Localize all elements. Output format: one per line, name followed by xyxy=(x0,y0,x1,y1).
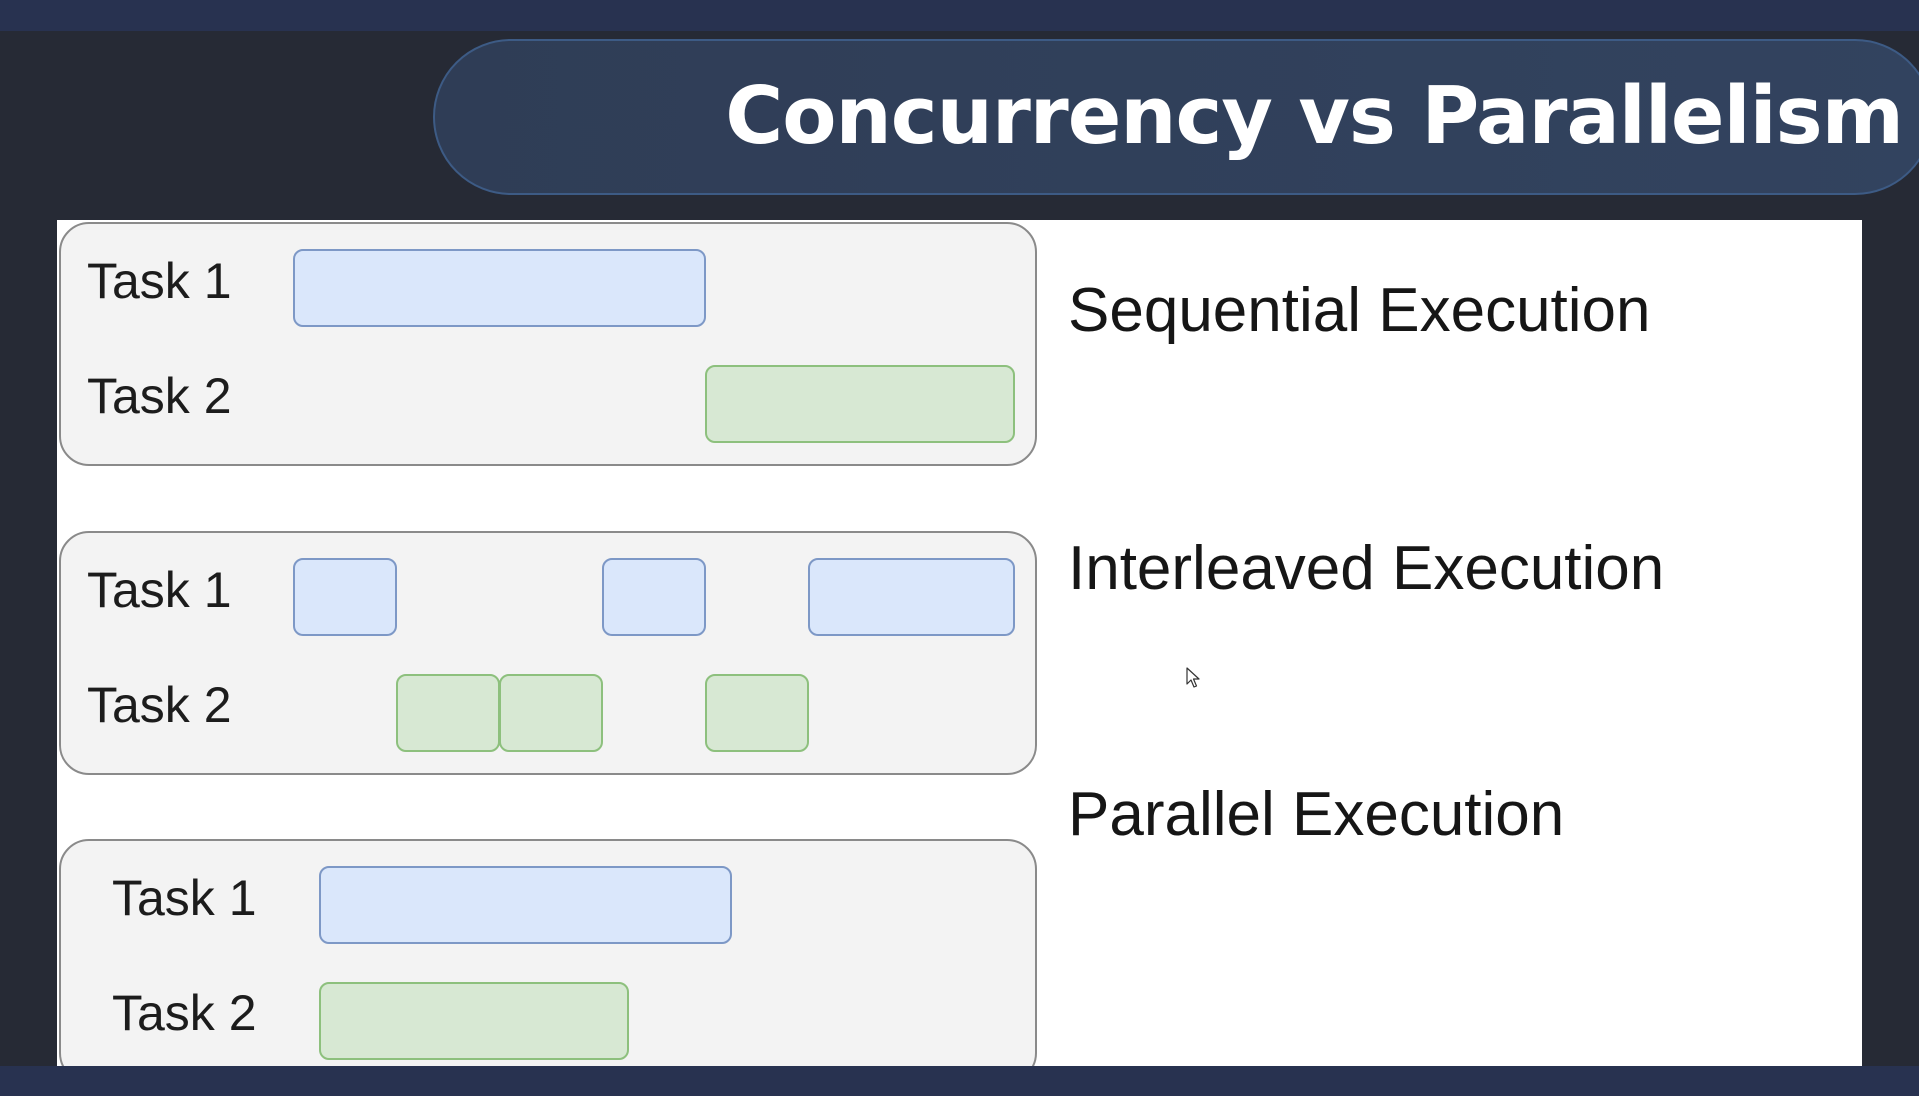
mode-label-interleaved: Interleaved Execution xyxy=(1068,534,1665,603)
task-2-segment xyxy=(319,982,629,1060)
mouse-pointer-icon xyxy=(1186,667,1200,688)
timeline-panel-sequential: Task 1 Task 2 xyxy=(59,222,1037,466)
slide-title: Concurrency vs Parallelism xyxy=(725,70,1904,162)
slide-canvas: Task 1 Task 2 Task 1 Task 2 Task 1 Task 2 Seq… xyxy=(57,220,1862,1066)
task-1-segment xyxy=(602,558,706,636)
task-label-1: Task 1 xyxy=(87,562,232,618)
task-2-segment xyxy=(705,365,1015,443)
task-2-segment xyxy=(396,674,500,752)
task-label-1: Task 1 xyxy=(112,870,257,926)
title-banner: Concurrency vs Parallelism xyxy=(433,39,1919,195)
task-1-segment xyxy=(808,558,1015,636)
task-label-2: Task 2 xyxy=(87,368,232,424)
mode-label-sequential: Sequential Execution xyxy=(1068,276,1651,345)
task-1-segment xyxy=(293,558,397,636)
timeline-panel-parallel: Task 1 Task 2 xyxy=(59,839,1037,1066)
task-label-1: Task 1 xyxy=(87,253,232,309)
top-bar xyxy=(0,0,1919,31)
mode-label-parallel: Parallel Execution xyxy=(1068,780,1565,849)
task-2-segment xyxy=(499,674,603,752)
bottom-bar xyxy=(0,1066,1919,1096)
timeline-panel-interleaved: Task 1 Task 2 xyxy=(59,531,1037,775)
task-label-2: Task 2 xyxy=(87,677,232,733)
task-label-2: Task 2 xyxy=(112,985,257,1041)
task-2-segment xyxy=(705,674,809,752)
task-1-segment xyxy=(319,866,732,944)
task-1-segment xyxy=(293,249,706,327)
